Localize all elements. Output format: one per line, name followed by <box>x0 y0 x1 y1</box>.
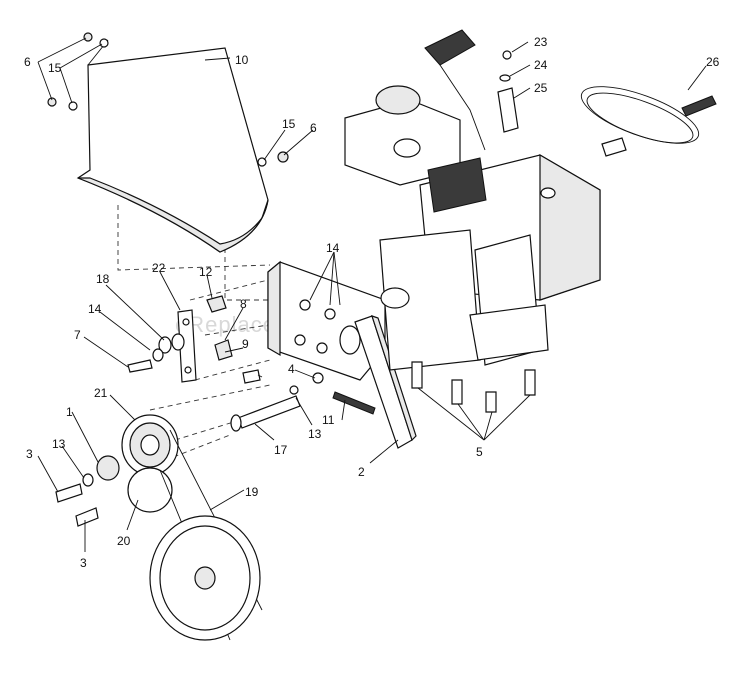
callout-22: 22 <box>152 261 166 275</box>
callout-17: 17 <box>274 443 288 457</box>
callout-24: 24 <box>534 58 548 72</box>
engine <box>344 85 601 371</box>
engine-pulley-assembly <box>55 414 179 527</box>
callout-8: 8 <box>240 297 247 311</box>
callout-leaders <box>37 37 707 552</box>
idler-bracket-parts <box>127 295 261 384</box>
callout-3-lower: 3 <box>80 556 87 570</box>
callout-14-upper: 14 <box>326 241 340 255</box>
callout-4: 4 <box>288 362 295 376</box>
callout-7: 7 <box>74 328 81 342</box>
cover-fasteners-left <box>47 32 289 167</box>
callout-13-right: 13 <box>308 427 322 441</box>
power-cord <box>580 86 717 157</box>
callout-labels: 6 15 10 15 6 14 18 22 12 8 9 14 7 4 11 2… <box>24 35 720 570</box>
spring <box>332 391 376 415</box>
callout-20: 20 <box>117 534 131 548</box>
callout-21: 21 <box>94 386 108 400</box>
belt-cover <box>76 39 269 253</box>
callout-13-left: 13 <box>52 437 66 451</box>
alignment-lines <box>117 205 271 471</box>
callout-15-left: 15 <box>48 61 62 75</box>
callout-6-left: 6 <box>24 55 31 69</box>
callout-2: 2 <box>358 465 365 479</box>
starter-handle <box>424 29 519 151</box>
callout-23: 23 <box>534 35 548 49</box>
callout-11: 11 <box>322 413 335 427</box>
callout-12: 12 <box>199 265 213 279</box>
drive-belt <box>149 429 263 641</box>
callout-18: 18 <box>96 272 110 286</box>
callout-19: 19 <box>245 485 259 499</box>
callout-26: 26 <box>706 55 720 69</box>
mounting-plate <box>267 260 386 384</box>
engine-bolts <box>411 361 536 413</box>
callout-1: 1 <box>66 405 73 419</box>
callout-25: 25 <box>534 81 548 95</box>
pivot-bolt <box>230 385 301 432</box>
callout-3-upper: 3 <box>26 447 33 461</box>
callout-10: 10 <box>235 53 249 67</box>
callout-6-right: 6 <box>310 121 317 135</box>
callout-14-left: 14 <box>88 302 102 316</box>
callout-9: 9 <box>242 337 249 351</box>
idler-arm <box>354 315 417 449</box>
callout-5: 5 <box>476 445 483 459</box>
callout-15-right: 15 <box>282 117 296 131</box>
